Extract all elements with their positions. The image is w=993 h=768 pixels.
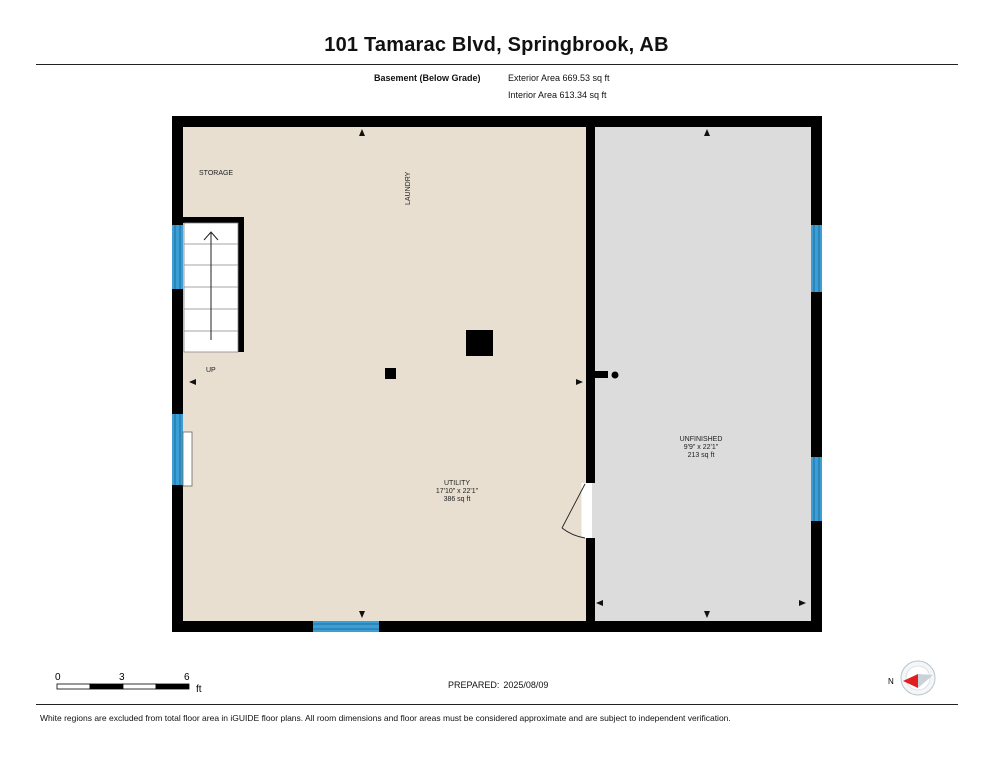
prepared-date-line: PREPARED:2025/08/09	[448, 680, 548, 690]
wall-stair-top	[183, 217, 244, 223]
scale-tick-6: 6	[184, 672, 190, 683]
room-dimensions-unfinished: 9'9" x 22'1"	[684, 444, 719, 451]
header-divider	[36, 64, 958, 65]
unfinished-floor	[592, 127, 812, 621]
column-large	[466, 330, 493, 356]
staircase	[183, 222, 239, 353]
window-right-upper-lines	[813, 225, 820, 292]
window-right-upper	[811, 225, 822, 292]
compass-north-label: N	[888, 677, 894, 686]
wall-left	[172, 116, 183, 632]
room-area-utility: 386 sq ft	[444, 496, 471, 503]
window-left-upper	[172, 225, 183, 289]
level-name: Basement (Below Grade)	[374, 70, 481, 87]
window-left-lower-lines	[174, 414, 181, 485]
room-area-unfinished: 213 sq ft	[688, 452, 715, 459]
window-left-lower	[172, 414, 183, 485]
column-small	[385, 368, 396, 379]
window-left-upper-lines	[174, 225, 181, 289]
room-label-utility: UTILITY	[444, 480, 470, 487]
interior-area: Interior Area 613.34 sq ft	[508, 90, 607, 100]
scale-tick-3: 3	[119, 672, 125, 683]
scale-unit: ft	[196, 684, 202, 695]
page-title: 101 Tamarac Blvd, Springbrook, AB	[324, 34, 669, 56]
wall-bottom	[172, 621, 822, 632]
room-label-storage: STORAGE	[199, 170, 233, 177]
window-bottom	[313, 621, 379, 632]
window-sill-left	[182, 431, 193, 487]
wall-divider-upper	[586, 127, 595, 483]
door-swing	[561, 483, 591, 539]
level-name-text: Basement (Below Grade)	[374, 73, 481, 83]
dimension-arrows	[189, 129, 806, 618]
wall-divider-lower	[586, 538, 595, 621]
wall-right	[811, 116, 822, 632]
pipe-stub	[592, 371, 608, 378]
footer-divider	[36, 704, 958, 705]
room-label-up: UP	[206, 367, 216, 374]
compass-icon: N	[888, 660, 936, 696]
prepared-date: 2025/08/09	[503, 680, 549, 690]
pipe-dot	[611, 371, 619, 379]
scale-tick-0: 0	[55, 672, 61, 683]
room-label-laundry: LAUNDRY	[405, 171, 412, 205]
wall-top	[172, 116, 822, 127]
scale-bar: 0 3 6 ft	[55, 672, 202, 695]
exterior-area: Exterior Area 669.53 sq ft	[508, 73, 610, 83]
room-label-unfinished: UNFINISHED	[680, 436, 723, 443]
wall-stair-side	[238, 217, 244, 352]
disclaimer: White regions are excluded from total fl…	[40, 713, 731, 723]
window-bottom-lines	[313, 623, 379, 630]
room-dimensions-utility: 17'10" x 22'1"	[436, 488, 479, 495]
window-right-lower	[811, 457, 822, 521]
prepared-label: PREPARED:	[448, 680, 500, 690]
window-right-lower-lines	[813, 457, 820, 521]
area-summary: Exterior Area 669.53 sq ft Interior Area…	[508, 70, 610, 104]
